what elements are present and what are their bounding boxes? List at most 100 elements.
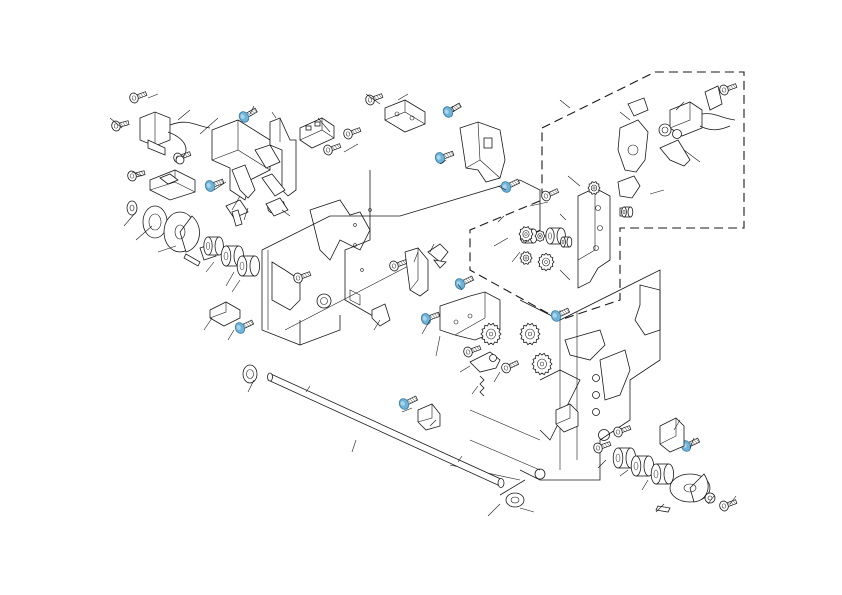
gear-icon bbox=[480, 322, 502, 346]
leader-line bbox=[205, 261, 215, 273]
leader-line bbox=[519, 507, 535, 513]
leader-line bbox=[249, 105, 255, 115]
leader-line bbox=[597, 459, 607, 469]
leader-line bbox=[147, 93, 159, 99]
small-bracket-bottom bbox=[417, 403, 441, 431]
bearing-subassembly bbox=[658, 123, 682, 139]
leader-line bbox=[641, 479, 649, 491]
leader-line bbox=[413, 251, 419, 263]
leader-line bbox=[421, 319, 431, 335]
angle-bracket-top bbox=[384, 99, 426, 133]
pulley-left bbox=[142, 205, 201, 267]
lever-arm-center bbox=[469, 351, 501, 373]
leader-line bbox=[435, 335, 441, 357]
sensor-bracket-left bbox=[149, 169, 196, 201]
gear-icon bbox=[519, 322, 541, 346]
leader-line bbox=[511, 251, 521, 263]
spring-center bbox=[479, 375, 485, 397]
screw-icon bbox=[323, 143, 342, 156]
screw-icon bbox=[204, 178, 225, 192]
screw-icon bbox=[719, 83, 738, 96]
leader-line bbox=[199, 117, 219, 135]
shaft-bushing-left bbox=[242, 364, 258, 384]
left-side-frame bbox=[261, 170, 541, 346]
leader-line bbox=[351, 439, 357, 453]
screw-icon bbox=[343, 127, 362, 140]
leader-line bbox=[689, 437, 695, 449]
leader-line bbox=[493, 371, 501, 383]
leader-line bbox=[429, 243, 435, 253]
small-clip-left bbox=[225, 199, 249, 227]
leader-line bbox=[649, 189, 665, 195]
bracket-bottom-right bbox=[659, 417, 685, 453]
screw-icon bbox=[389, 259, 408, 272]
leader-line bbox=[231, 279, 241, 293]
bent-clip-center bbox=[371, 303, 391, 327]
leader-line bbox=[213, 181, 227, 191]
screw-icon bbox=[500, 178, 521, 193]
leader-line bbox=[471, 385, 479, 395]
leader-line bbox=[243, 207, 249, 221]
screw-icon bbox=[434, 150, 455, 164]
motor-bracket-upper-left bbox=[211, 119, 271, 201]
mount-bracket-center bbox=[404, 247, 429, 297]
leader-line bbox=[365, 93, 381, 105]
gear-icon bbox=[519, 251, 533, 265]
leader-line bbox=[439, 159, 447, 165]
main-shaft bbox=[267, 372, 505, 488]
screw-icon bbox=[593, 441, 612, 454]
gear-plate-subassembly bbox=[577, 187, 611, 289]
solenoid-subassembly bbox=[669, 85, 736, 137]
leader-line bbox=[343, 143, 359, 153]
gear-icon bbox=[587, 181, 601, 195]
screw-icon bbox=[129, 91, 148, 104]
leader-line bbox=[135, 225, 153, 241]
washer-left bbox=[126, 200, 138, 216]
leader-line bbox=[675, 101, 685, 111]
leader-line bbox=[203, 317, 213, 331]
leader-line bbox=[231, 195, 241, 211]
leader-line bbox=[673, 419, 681, 431]
leader-line bbox=[225, 271, 235, 287]
screw-icon bbox=[365, 93, 384, 106]
leader-line bbox=[497, 185, 507, 191]
leader-line bbox=[559, 269, 571, 281]
screw-icon bbox=[234, 319, 255, 334]
leader-line bbox=[729, 495, 737, 505]
bent-bracket-bottom-center bbox=[555, 403, 579, 433]
bushing-icon bbox=[612, 447, 637, 469]
screw-icon bbox=[238, 107, 258, 123]
leader-line bbox=[401, 407, 413, 413]
leader-line bbox=[429, 419, 437, 427]
leader-line bbox=[567, 175, 581, 187]
small-bracket-left bbox=[209, 301, 241, 327]
leader-line bbox=[559, 99, 571, 109]
callout-leaders bbox=[109, 93, 737, 517]
leader-line bbox=[493, 237, 509, 247]
leader-line bbox=[497, 215, 505, 223]
leader-line bbox=[457, 283, 463, 291]
gear-icon bbox=[537, 252, 555, 272]
screw-icon bbox=[719, 499, 738, 512]
screw-icon bbox=[463, 345, 482, 358]
washer-right bbox=[704, 492, 716, 504]
screw-icon bbox=[293, 271, 312, 284]
leader-line bbox=[227, 329, 235, 341]
cam-bracket-subassembly bbox=[617, 97, 649, 173]
screw-icon bbox=[398, 395, 419, 410]
leader-line bbox=[271, 111, 277, 119]
bushing-icon bbox=[220, 245, 245, 267]
leader-line bbox=[247, 379, 255, 393]
pulley-right bbox=[655, 473, 711, 513]
lever-part-center bbox=[427, 243, 449, 269]
leader-line bbox=[619, 111, 631, 121]
screw-icon bbox=[442, 102, 462, 118]
leader-line bbox=[131, 171, 143, 177]
leader-line bbox=[373, 319, 381, 331]
small-clip-center bbox=[265, 197, 289, 217]
connector-block bbox=[299, 117, 335, 149]
bushing-icon bbox=[630, 455, 655, 477]
plain-screws bbox=[111, 83, 738, 512]
gear-icon bbox=[531, 352, 553, 376]
